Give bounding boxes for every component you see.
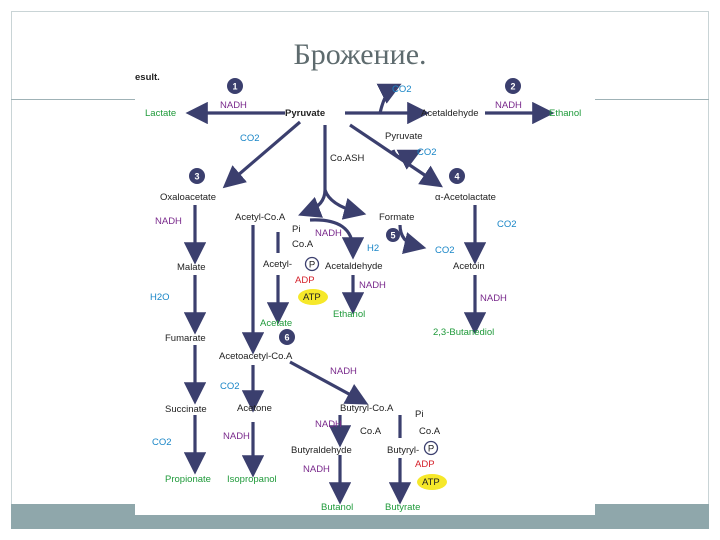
node-acetoin: Acetoin xyxy=(453,261,485,272)
phosphate-circle-1 xyxy=(304,256,320,272)
label-adp-1: ADP xyxy=(295,275,315,286)
node-acetyl-coa: Acetyl-Co.A xyxy=(235,212,286,223)
node-butyryl-coa: Butyryl-Co.A xyxy=(340,403,394,414)
label-nadh-bald: NADH xyxy=(315,419,342,430)
svg-text:1: 1 xyxy=(232,82,237,92)
node-butanol: Butanol xyxy=(321,502,353,513)
atp-highlight-2 xyxy=(417,474,447,490)
node-formate: Formate xyxy=(379,212,414,223)
label-nadh-butanol: NADH xyxy=(303,464,330,475)
pathway-arrows xyxy=(183,83,555,505)
label-p-2: P xyxy=(428,444,434,455)
node-acetate: Acetate xyxy=(260,318,292,329)
label-nadh-eth: NADH xyxy=(359,280,386,291)
step-badge-2: 2 xyxy=(505,78,521,94)
label-nadh-2: NADH xyxy=(495,100,522,111)
pathway-svg: esult. xyxy=(135,72,581,513)
node-butyraldehyde: Butyraldehyde xyxy=(291,445,352,456)
arrow-pyruvate-acetolactate xyxy=(349,123,443,188)
label-co2-formate: CO2 xyxy=(435,245,455,256)
step-badge-6: 6 xyxy=(279,329,295,345)
label-atp-2: ATP xyxy=(422,477,440,488)
node-butyryl-p: Butyryl- xyxy=(387,445,419,456)
label-nadh-acetoin: NADH xyxy=(480,293,507,304)
node-acetyl-p: Acetyl- xyxy=(263,259,292,270)
svg-text:2: 2 xyxy=(510,82,515,92)
label-pyruvate-2: Pyruvate xyxy=(385,131,423,142)
label-co2-top: CO2 xyxy=(392,84,412,95)
label-pi-2: Pi xyxy=(415,409,423,420)
node-propionate: Propionate xyxy=(165,474,211,485)
label-co2-succ: CO2 xyxy=(152,437,172,448)
node-acetolactate: α-Acetolactate xyxy=(435,192,496,203)
label-co2-right: CO2 xyxy=(497,219,517,230)
caption-fragment: esult. xyxy=(135,72,160,83)
label-adp-2: ADP xyxy=(415,459,435,470)
node-acetone: Acetone xyxy=(237,403,272,414)
label-h2: H2 xyxy=(367,243,379,254)
svg-text:6: 6 xyxy=(284,333,289,343)
node-isopropanol: Isopropanol xyxy=(227,474,277,485)
node-succinate: Succinate xyxy=(165,404,207,415)
label-h2o: H2O xyxy=(150,292,170,303)
label-coa-3: Co.A xyxy=(419,426,441,437)
phosphate-circle-2 xyxy=(423,440,439,456)
label-nadh-1: NADH xyxy=(220,100,247,111)
arrow-pyruvate-oxaloacetate xyxy=(222,120,302,189)
label-co2-left: CO2 xyxy=(240,133,260,144)
label-coa-2: Co.A xyxy=(360,426,382,437)
arrow-to-acetyl-coa xyxy=(298,189,327,218)
node-ethanol-mid: Ethanol xyxy=(333,309,365,320)
arrow-co2-release-1 xyxy=(376,83,402,114)
label-co2-mid: CO2 xyxy=(417,147,437,158)
node-malate: Malate xyxy=(177,262,206,273)
arrow-to-formate xyxy=(323,189,367,220)
step-badge-4: 4 xyxy=(449,168,465,184)
label-co2-acetone: CO2 xyxy=(220,381,240,392)
step-badge-1: 1 xyxy=(227,78,243,94)
node-butanediol: 2,3-Butanediol xyxy=(433,327,494,338)
svg-text:5: 5 xyxy=(390,231,395,241)
node-acetoacetyl-coa: Acetoacetyl-Co.A xyxy=(219,351,293,362)
node-fumarate: Fumarate xyxy=(165,333,206,344)
step-badge-3: 3 xyxy=(189,168,205,184)
label-nadh-mid: NADH xyxy=(315,228,342,239)
node-butyrate: Butyrate xyxy=(385,502,420,513)
node-ethanol-top: Ethanol xyxy=(549,108,581,119)
node-acetaldehyde-mid: Acetaldehyde xyxy=(325,261,383,272)
svg-text:4: 4 xyxy=(454,172,459,182)
label-nadh-ox: NADH xyxy=(155,216,182,227)
label-nadh-but: NADH xyxy=(330,366,357,377)
node-oxaloacetate: Oxaloacetate xyxy=(160,192,216,203)
label-coash: Co.ASH xyxy=(330,153,364,164)
label-pi-1: Pi xyxy=(292,224,300,235)
label-coa-1: Co.A xyxy=(292,239,314,250)
step-badge-5: 5 xyxy=(386,228,400,242)
fermentation-pathways-diagram: esult. xyxy=(135,70,595,515)
arrow-co2-release-2 xyxy=(391,149,422,170)
label-atp-1: ATP xyxy=(303,292,321,303)
node-lactate: Lactate xyxy=(145,108,176,119)
svg-text:3: 3 xyxy=(194,172,199,182)
arrow-acetyl-acetaldehyde xyxy=(309,218,365,260)
arrow-formate-split xyxy=(398,224,427,254)
node-pyruvate: Pyruvate xyxy=(285,108,325,119)
atp-highlight-1 xyxy=(298,289,328,305)
label-p-1: P xyxy=(309,260,315,271)
slide-title: Брожение. xyxy=(293,38,427,71)
label-nadh-acetone: NADH xyxy=(223,431,250,442)
pathway-labels: Pyruvate Lactate NADH CO2 Acetaldehyde N… xyxy=(145,84,581,513)
arrow-acetoacetyl-butyryl xyxy=(289,360,369,405)
node-acetaldehyde-top: Acetaldehyde xyxy=(421,108,479,119)
